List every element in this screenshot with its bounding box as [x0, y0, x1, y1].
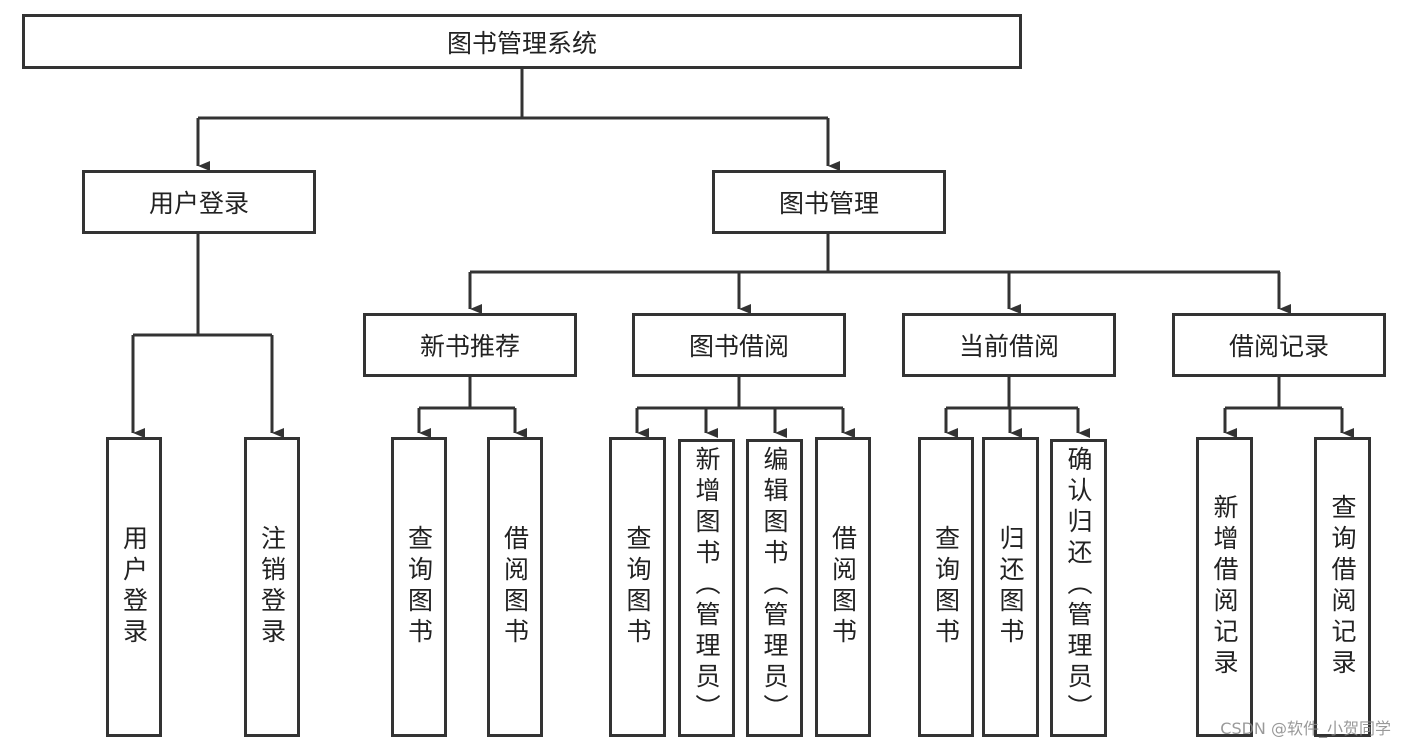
node-borrow-records: 借阅记录 — [1172, 313, 1386, 377]
node-label: 注销登录 — [257, 525, 287, 649]
leaf-user-login: 用户登录 — [106, 437, 162, 737]
node-label: 查询图书 — [623, 525, 652, 649]
node-label: 借阅图书 — [828, 525, 858, 649]
node-label: 查询图书 — [404, 525, 434, 649]
root-label: 图书管理系统 — [446, 28, 597, 58]
node-user-login: 用户登录 — [82, 170, 316, 234]
node-label: 新增借阅记录 — [1210, 494, 1239, 680]
leaf-query-book: 查询图书 — [391, 437, 447, 737]
leaf-confirm-return-admin: 确认归还（管理员） — [1050, 439, 1107, 737]
node-book-management: 图书管理 — [712, 170, 946, 234]
watermark: CSDN @软件_小贺同学 — [1220, 719, 1391, 738]
node-label: 新增图书（管理员） — [692, 446, 721, 725]
root-node: 图书管理系统 — [22, 14, 1022, 69]
node-label: 用户登录 — [119, 525, 149, 649]
node-label: 编辑图书（管理员） — [760, 446, 789, 725]
node-label: 借阅记录 — [1228, 332, 1329, 361]
leaf-query-book: 查询图书 — [609, 437, 666, 737]
leaf-query-borrow-record: 查询借阅记录 — [1314, 437, 1371, 737]
node-label: 图书管理 — [778, 189, 879, 218]
leaf-return-book: 归还图书 — [982, 437, 1039, 737]
leaf-borrow-book: 借阅图书 — [487, 437, 543, 737]
leaf-logout: 注销登录 — [244, 437, 300, 737]
node-label: 确认归还（管理员） — [1064, 446, 1093, 725]
leaf-borrow-book: 借阅图书 — [815, 437, 871, 737]
leaf-add-borrow-record: 新增借阅记录 — [1196, 437, 1253, 737]
node-label: 查询借阅记录 — [1328, 494, 1357, 680]
leaf-query-book: 查询图书 — [918, 437, 974, 737]
node-label: 新书推荐 — [419, 332, 520, 361]
node-label: 查询图书 — [931, 525, 961, 649]
node-label: 当前借阅 — [958, 332, 1059, 361]
leaf-edit-book-admin: 编辑图书（管理员） — [746, 439, 803, 737]
node-current-borrow: 当前借阅 — [902, 313, 1116, 377]
node-new-book-recommend: 新书推荐 — [363, 313, 577, 377]
node-label: 归还图书 — [996, 525, 1025, 649]
node-label: 借阅图书 — [500, 525, 530, 649]
node-book-borrow: 图书借阅 — [632, 313, 846, 377]
leaf-add-book-admin: 新增图书（管理员） — [678, 439, 735, 737]
node-label: 图书借阅 — [688, 332, 789, 361]
node-label: 用户登录 — [148, 189, 249, 218]
